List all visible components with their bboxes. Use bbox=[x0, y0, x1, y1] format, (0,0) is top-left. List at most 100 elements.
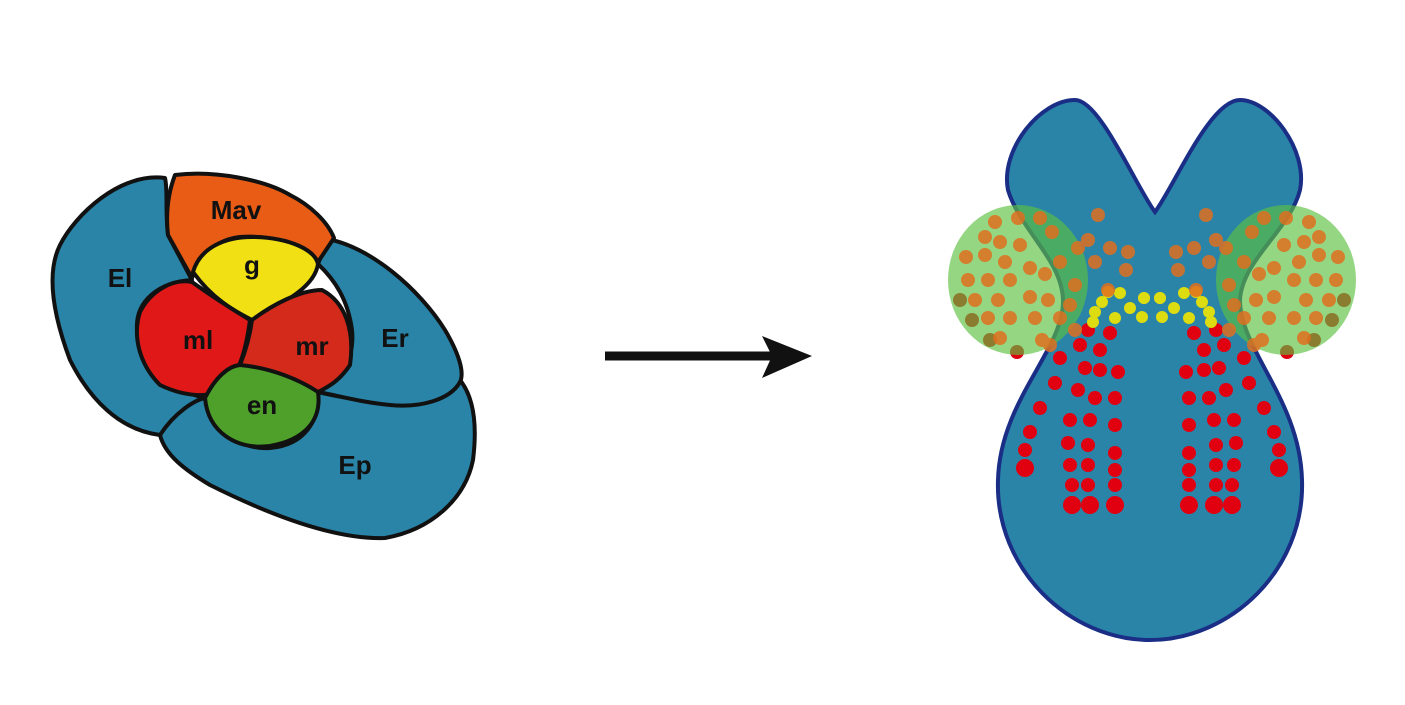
orange-cell-dot bbox=[1023, 261, 1037, 275]
yellow-cell-dot bbox=[1096, 296, 1108, 308]
orange-cell-dot bbox=[1068, 323, 1082, 337]
red-cell-dot bbox=[1103, 326, 1117, 340]
red-cell-dot bbox=[1081, 438, 1095, 452]
yellow-cell-dot bbox=[1203, 306, 1215, 318]
red-cell-dot bbox=[1093, 343, 1107, 357]
orange-cell-dot bbox=[1227, 298, 1241, 312]
orange-cell-dot bbox=[1189, 283, 1203, 297]
arrow bbox=[605, 336, 812, 378]
orange-cell-dot bbox=[1312, 230, 1326, 244]
orange-cell-dot bbox=[968, 293, 982, 307]
red-cell-dot bbox=[1108, 391, 1122, 405]
red-cell-dot bbox=[1237, 351, 1251, 365]
orange-cell-dot bbox=[1267, 261, 1281, 275]
orange-cell-dot bbox=[978, 248, 992, 262]
right-embryo-diagram bbox=[948, 97, 1356, 643]
red-cell-dot bbox=[1108, 446, 1122, 460]
left-embryo-diagram: El Mav g ml mr Er en Ep bbox=[50, 171, 477, 541]
orange-cell-dot bbox=[1121, 245, 1135, 259]
yellow-cell-dot bbox=[1124, 302, 1136, 314]
red-cell-dot bbox=[1257, 401, 1271, 415]
orange-cell-dot bbox=[993, 331, 1007, 345]
region-en bbox=[203, 363, 321, 449]
orange-cell-dot bbox=[1003, 311, 1017, 325]
label-g: g bbox=[244, 250, 260, 280]
cell-dots-overlay bbox=[959, 208, 1345, 352]
yellow-cell-dot bbox=[1138, 292, 1150, 304]
orange-cell-dot bbox=[1041, 293, 1055, 307]
orange-cell-dot bbox=[1309, 273, 1323, 287]
orange-cell-dot bbox=[1279, 211, 1293, 225]
orange-cell-dot bbox=[1209, 233, 1223, 247]
red-cell-dot bbox=[1209, 478, 1223, 492]
orange-cell-dot bbox=[1003, 273, 1017, 287]
orange-cell-dot bbox=[1038, 267, 1052, 281]
label-en: en bbox=[247, 390, 277, 420]
yellow-cell-dot bbox=[1154, 292, 1166, 304]
yellow-cell-dot bbox=[1205, 316, 1217, 328]
label-ml: ml bbox=[183, 325, 213, 355]
red-cell-dot bbox=[1073, 338, 1087, 352]
orange-cell-dot bbox=[1237, 255, 1251, 269]
orange-cell-dot bbox=[959, 250, 973, 264]
orange-cell-dot bbox=[1329, 273, 1343, 287]
red-cell-dot bbox=[1106, 496, 1124, 514]
red-cell-dot bbox=[1212, 361, 1226, 375]
red-cell-dot bbox=[1219, 383, 1233, 397]
orange-cell-dot bbox=[998, 255, 1012, 269]
orange-cell-dot bbox=[988, 215, 1002, 229]
orange-cell-dot bbox=[1101, 283, 1115, 297]
yellow-cell-dot bbox=[1178, 287, 1190, 299]
red-cell-dot bbox=[1083, 413, 1097, 427]
red-cell-dot bbox=[1088, 391, 1102, 405]
red-cell-dot bbox=[1272, 443, 1286, 457]
label-mav: Mav bbox=[211, 195, 262, 225]
red-cell-dot bbox=[1227, 458, 1241, 472]
red-cell-dot bbox=[1242, 376, 1256, 390]
orange-cell-dot bbox=[1088, 255, 1102, 269]
red-cell-dot bbox=[1063, 496, 1081, 514]
orange-cell-dot bbox=[1091, 208, 1105, 222]
orange-cell-dot bbox=[1297, 235, 1311, 249]
red-cell-dot bbox=[1209, 438, 1223, 452]
yellow-cell-dot bbox=[1196, 296, 1208, 308]
region-ml bbox=[135, 279, 252, 398]
orange-cell-dot bbox=[1043, 338, 1057, 352]
orange-cell-dot bbox=[1071, 241, 1085, 255]
red-cell-dot bbox=[1071, 383, 1085, 397]
red-cell-dot bbox=[1061, 436, 1075, 450]
orange-cell-dot bbox=[1331, 250, 1345, 264]
orange-cell-dot bbox=[1252, 267, 1266, 281]
yellow-cell-dot bbox=[1183, 312, 1195, 324]
yellow-cell-dot bbox=[1136, 311, 1148, 323]
orange-cell-dot bbox=[978, 230, 992, 244]
red-cell-dot bbox=[1217, 338, 1231, 352]
red-cell-dot bbox=[1081, 458, 1095, 472]
red-cell-dot bbox=[1081, 496, 1099, 514]
orange-cell-dot bbox=[1081, 233, 1095, 247]
red-cell-dot bbox=[1048, 376, 1062, 390]
red-cell-dot bbox=[1093, 363, 1107, 377]
orange-cell-dot bbox=[1222, 323, 1236, 337]
red-cell-dot bbox=[1229, 436, 1243, 450]
red-cell-dot bbox=[1182, 463, 1196, 477]
orange-cell-dot bbox=[1222, 278, 1236, 292]
orange-cell-dot bbox=[1053, 311, 1067, 325]
red-cell-dot bbox=[1197, 343, 1211, 357]
orange-cell-dot bbox=[1312, 248, 1326, 262]
red-cell-dot bbox=[1065, 478, 1079, 492]
label-el: El bbox=[108, 263, 133, 293]
region-er bbox=[316, 236, 464, 408]
red-cell-dot bbox=[1227, 413, 1241, 427]
red-cell-dot bbox=[1078, 361, 1092, 375]
orange-cell-dot bbox=[1267, 290, 1281, 304]
red-cell-dot bbox=[1016, 459, 1034, 477]
red-cell-dot bbox=[1180, 496, 1198, 514]
red-cell-dot bbox=[1033, 401, 1047, 415]
red-cell-dot bbox=[1108, 478, 1122, 492]
yellow-cell-dot bbox=[1109, 312, 1121, 324]
orange-cell-dot bbox=[961, 273, 975, 287]
orange-cell-dot bbox=[1068, 278, 1082, 292]
red-cell-dot bbox=[1197, 363, 1211, 377]
red-cell-dot bbox=[1223, 496, 1241, 514]
